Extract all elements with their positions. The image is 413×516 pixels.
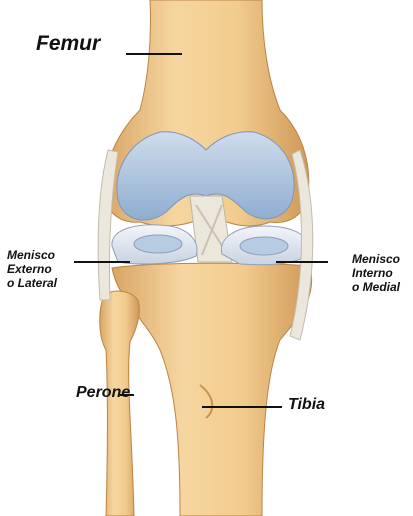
label-tibia: Tibia xyxy=(288,396,325,414)
fibula-bone xyxy=(100,291,140,516)
label-menisco-externo: Menisco Externo o Lateral xyxy=(7,249,57,290)
label-femur: Femur xyxy=(36,32,100,56)
label-menisco-interno: Menisco Interno o Medial xyxy=(352,253,400,294)
leader-line-tibia xyxy=(202,406,282,408)
tibia-bone xyxy=(112,263,312,516)
leader-line-perone xyxy=(120,394,134,396)
leader-line-menisco-externo xyxy=(74,261,130,263)
leader-line-femur xyxy=(126,53,182,55)
leader-line-menisco-interno xyxy=(276,261,328,263)
